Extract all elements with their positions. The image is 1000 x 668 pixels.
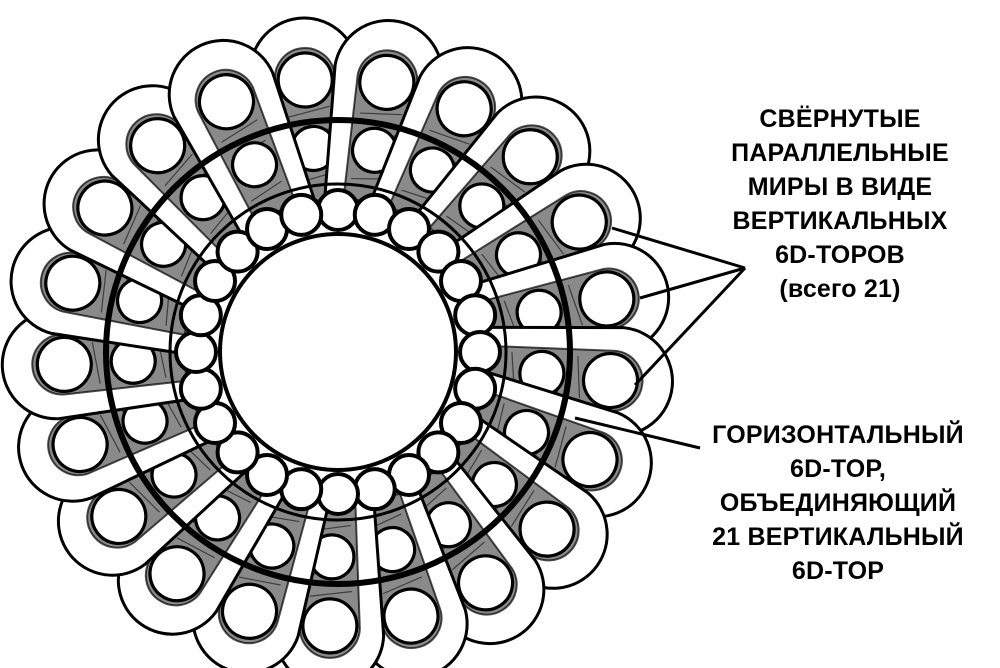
- horizontal-torus-label-line: ОБЪЕДИНЯЮЩИЙ: [676, 486, 1000, 520]
- vertical-tori-label-line: СВЁРНУТЫЕ: [690, 102, 990, 136]
- inner-ring-bead: [355, 469, 395, 509]
- horizontal-torus-label-line: ГОРИЗОНТАЛЬНЫЙ: [676, 418, 1000, 452]
- vertical-tori-label-line: ВЕРТИКАЛЬНЫХ: [690, 204, 990, 238]
- horizontal-torus-label-line: 21 ВЕРТИКАЛЬНЫЙ: [676, 520, 1000, 554]
- inner-ring-bead: [318, 474, 358, 514]
- central-hole: [220, 234, 456, 470]
- vertical-tori-label-line: ПАРАЛЛЕЛЬНЫЕ: [690, 136, 990, 170]
- horizontal-torus-label: ГОРИЗОНТАЛЬНЫЙ 6D-ТОР, ОБЪЕДИНЯЮЩИЙ 21 В…: [676, 418, 1000, 588]
- vertical-tori-label-line: 6D-ТОРОВ: [690, 238, 990, 272]
- vertical-tori-label-line: (всего 21): [690, 272, 990, 306]
- inner-ring-bead: [318, 190, 358, 230]
- vertical-tori-label-line: МИРЫ В ВИДЕ: [690, 170, 990, 204]
- horizontal-torus-label-line: 6D-ТОР: [676, 554, 1000, 588]
- horizontal-torus-label-line: 6D-ТОР,: [676, 452, 1000, 486]
- inner-ring-bead: [460, 332, 500, 372]
- outer-tube-circle: [302, 598, 358, 654]
- horizontal-torus: [106, 120, 570, 584]
- inner-ring-bead: [176, 332, 216, 372]
- inner-ring-bead: [455, 295, 495, 335]
- inner-ring-bead: [181, 369, 221, 409]
- outer-tube-circle: [36, 336, 92, 392]
- inner-ring-bead: [281, 195, 321, 235]
- vertical-tori-label: СВЁРНУТЫЕ ПАРАЛЛЕЛЬНЫЕ МИРЫ В ВИДЕ ВЕРТИ…: [690, 102, 990, 306]
